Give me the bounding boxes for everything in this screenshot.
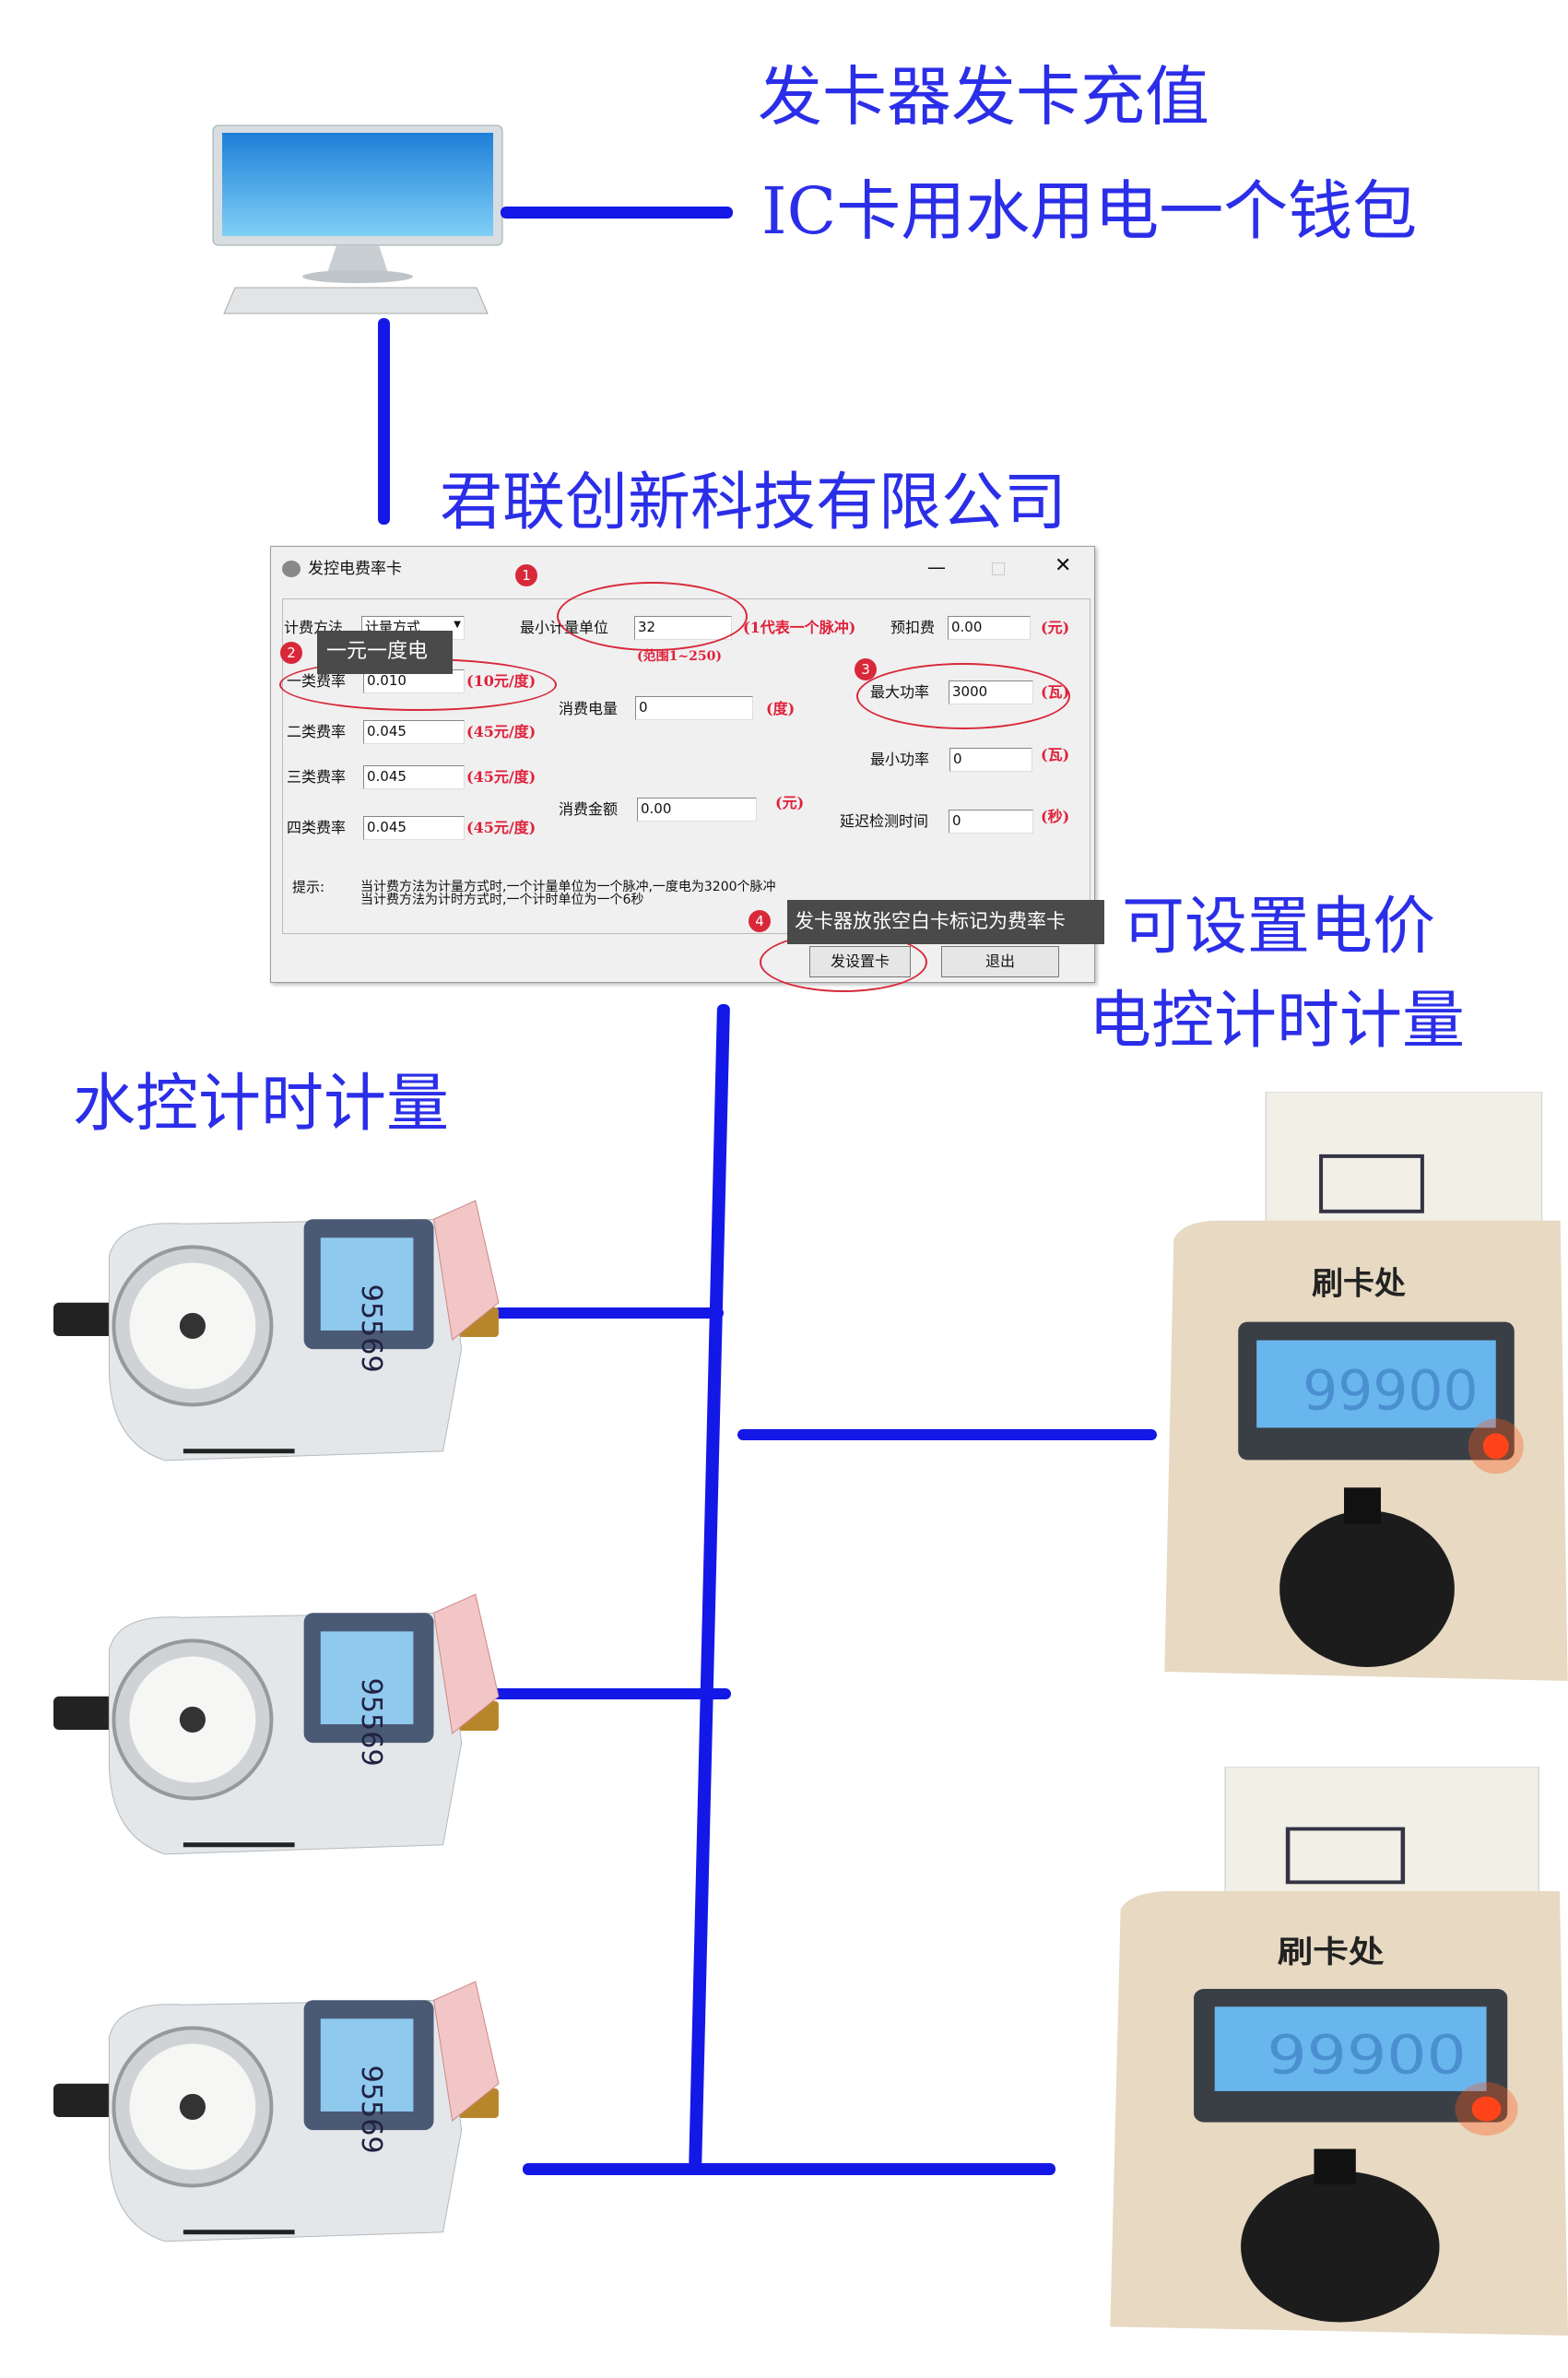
connector-trunk bbox=[689, 1004, 730, 2168]
prepay-input[interactable]: 0.00 bbox=[948, 616, 1031, 640]
connector-line bbox=[493, 1307, 724, 1319]
water-meter-image: 95569 bbox=[53, 1592, 508, 1865]
hint-label: 提示: bbox=[292, 879, 325, 895]
billing-method-value: 计量方式 bbox=[365, 619, 421, 635]
heading-wallet: IC卡用水用电一个钱包 bbox=[761, 173, 1418, 249]
annotation-ellipse bbox=[856, 663, 1070, 729]
annotation-number: 3 bbox=[855, 658, 877, 680]
consume-kwh-label: 消费电量 bbox=[559, 700, 619, 717]
water-meter-image: 95569 bbox=[53, 1980, 508, 2253]
min-unit-range: (范围1~250) bbox=[637, 649, 722, 664]
consume-kwh-unit: (度) bbox=[766, 700, 796, 717]
connector-line bbox=[523, 2163, 1055, 2175]
heading-electric: 电控计时计量 bbox=[1089, 985, 1466, 1058]
annotation-number: 1 bbox=[515, 564, 537, 586]
close-button[interactable]: ✕ bbox=[1055, 554, 1072, 577]
hint-line-2: 当计费方法为计时方式时,一个计时单位为一个6秒 bbox=[360, 893, 644, 907]
electric-meter-lcd: 99900 bbox=[1267, 2024, 1466, 2087]
connector-line bbox=[501, 207, 733, 219]
connector-line bbox=[378, 318, 390, 525]
heading-company: 君联创新科技有限公司 bbox=[440, 467, 1067, 539]
annotation-number: 4 bbox=[749, 910, 771, 932]
annotation-ellipse bbox=[557, 582, 748, 651]
water-meter-lcd: 95569 bbox=[355, 2065, 387, 2154]
electric-meter-lcd: 99900 bbox=[1303, 1358, 1479, 1423]
rate-3-input[interactable]: 0.045 bbox=[363, 765, 465, 789]
min-power-label: 最小功率 bbox=[870, 751, 930, 768]
water-meter-image: 95569 bbox=[53, 1199, 508, 1472]
rate-3-note: (45元/度) bbox=[466, 768, 536, 786]
computer-icon bbox=[212, 124, 503, 314]
water-meter-lcd: 95569 bbox=[355, 1284, 387, 1373]
prepay-unit: (元) bbox=[1041, 619, 1070, 636]
rate-4-label: 四类费率 bbox=[287, 819, 347, 836]
connector-line bbox=[482, 1688, 731, 1699]
min-power-input[interactable]: 0 bbox=[949, 748, 1032, 772]
prepay-label: 预扣费 bbox=[890, 619, 936, 636]
rate-4-note: (45元/度) bbox=[466, 819, 536, 836]
rate-3-label: 三类费率 bbox=[287, 768, 347, 786]
rate-4-input[interactable]: 0.045 bbox=[363, 816, 465, 840]
water-meter-lcd: 95569 bbox=[355, 1678, 387, 1767]
card-slot-label: 刷卡处 bbox=[1312, 1266, 1406, 1303]
connector-line bbox=[737, 1429, 1157, 1440]
electric-meter-image: 刷卡处 99900 bbox=[1162, 1092, 1568, 1681]
rate-2-note: (45元/度) bbox=[466, 723, 536, 740]
rate-2-label: 二类费率 bbox=[287, 723, 347, 740]
delay-label: 延迟检测时间 bbox=[840, 812, 929, 830]
heading-water: 水控计时计量 bbox=[73, 1068, 450, 1141]
card-slot-label: 刷卡处 bbox=[1278, 1935, 1385, 1970]
heading-card-issue: 发卡器发卡充值 bbox=[758, 59, 1209, 135]
consume-amount-input[interactable]: 0.00 bbox=[637, 798, 757, 822]
maximize-button[interactable] bbox=[992, 562, 1005, 575]
rate-card-dialog: 发控电费率卡 — ✕ 计费方法 计量方式▼ 最小计量单位 32 (1代表一个脉冲… bbox=[270, 546, 1104, 992]
consume-kwh-input[interactable]: 0 bbox=[635, 696, 753, 720]
consume-amount-label: 消费金额 bbox=[559, 800, 619, 818]
hint-line-1: 当计费方法为计量方式时,一个计量单位为一个脉冲,一度电为3200个脉冲 bbox=[360, 880, 776, 894]
delay-input[interactable]: 0 bbox=[949, 810, 1033, 834]
consume-amount-unit: (元) bbox=[775, 794, 805, 811]
annotation-number: 2 bbox=[280, 642, 302, 664]
electric-meter-image: 刷卡处 99900 bbox=[1100, 1767, 1568, 2336]
annotation-tooltip: 发卡器放张空白卡标记为费率卡 bbox=[787, 900, 1104, 944]
min-power-unit: (瓦) bbox=[1041, 746, 1070, 763]
delay-unit: (秒) bbox=[1041, 808, 1070, 825]
annotation-tooltip: 一元一度电 bbox=[317, 631, 453, 674]
heading-price: 可设置电价 bbox=[1122, 891, 1436, 964]
exit-button[interactable]: 退出 bbox=[941, 946, 1059, 977]
minimize-button[interactable]: — bbox=[927, 556, 946, 578]
app-icon bbox=[282, 561, 301, 577]
min-unit-note: (1代表一个脉冲) bbox=[743, 619, 856, 636]
rate-2-input[interactable]: 0.045 bbox=[363, 720, 465, 744]
dialog-title: 发控电费率卡 bbox=[308, 560, 402, 578]
chevron-down-icon: ▼ bbox=[454, 620, 461, 630]
